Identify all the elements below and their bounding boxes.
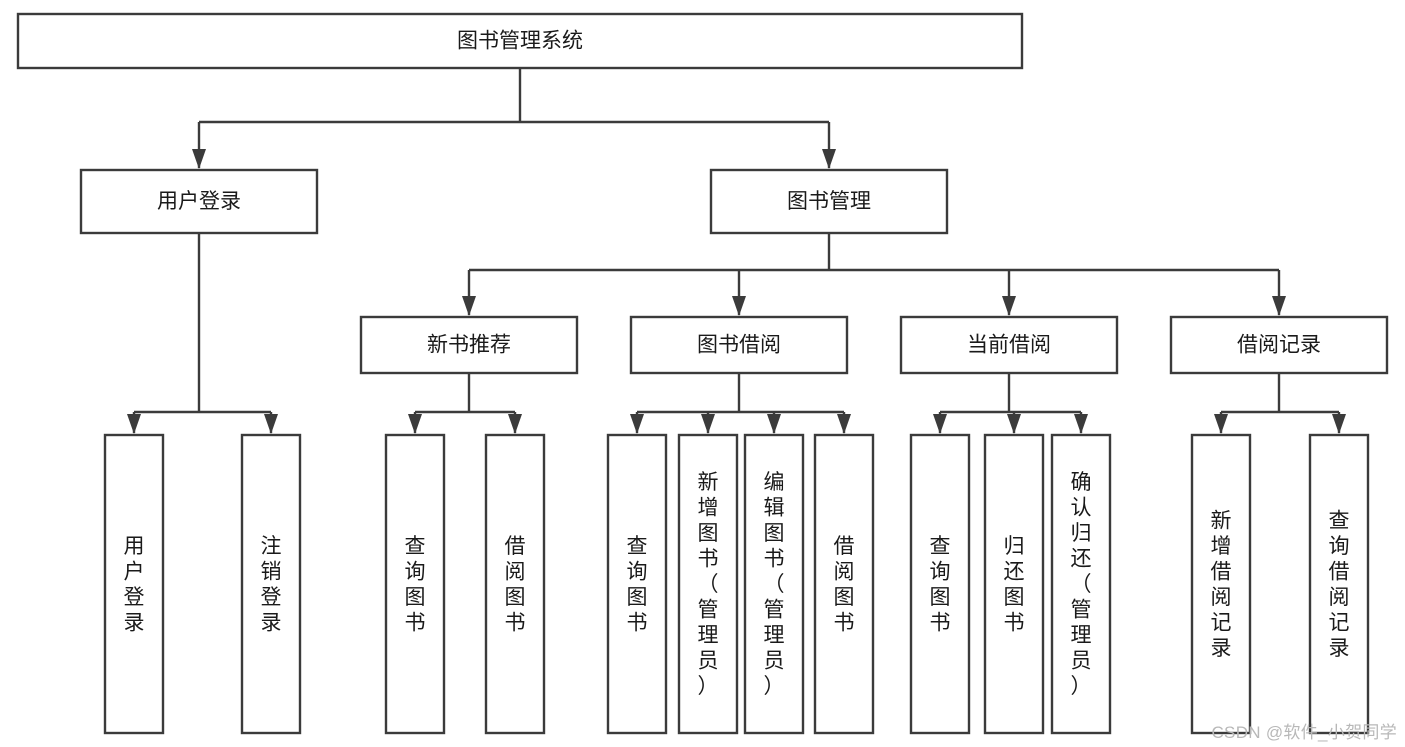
- node-level3-label-borrow-record: 借阅记录: [1237, 334, 1321, 357]
- node-leaf-box-leaf-edit-book[interactable]: [743, 433, 805, 735]
- arrow-head-icon: [837, 414, 851, 434]
- node-root-label: 图书管理系统: [457, 30, 583, 53]
- node-leaf-box-leaf-borrow-book-2[interactable]: [813, 433, 875, 735]
- node-boxes: [16, 12, 1389, 735]
- node-leaf-label-leaf-user-login: 用户登录: [124, 535, 145, 635]
- arrow-head-icon: [1332, 414, 1346, 434]
- node-leaf-box-leaf-user-login[interactable]: [103, 433, 165, 735]
- node-leaf-box-leaf-query-book-2[interactable]: [606, 433, 668, 735]
- node-level2-box-book-manage[interactable]: [709, 168, 949, 235]
- node-level3-label-new-book-rec: 新书推荐: [427, 334, 511, 357]
- node-level3-box-borrow-record[interactable]: [1169, 315, 1389, 375]
- node-level2-label-user-login: 用户登录: [157, 190, 241, 213]
- node-leaf-box-leaf-logout[interactable]: [240, 433, 302, 735]
- node-level3-box-current-borrow[interactable]: [899, 315, 1119, 375]
- arrow-head-icon: [822, 149, 836, 169]
- node-leaf-box-leaf-query-book-3[interactable]: [909, 433, 971, 735]
- node-leaf-label-leaf-add-record: 新增借阅记录: [1211, 509, 1232, 660]
- node-leaf-box-leaf-borrow-book-1[interactable]: [484, 433, 546, 735]
- arrow-head-icon: [127, 414, 141, 434]
- node-level3-label-book-borrow: 图书借阅: [697, 334, 781, 357]
- arrow-head-icon: [1002, 296, 1016, 316]
- node-root-box[interactable]: [16, 12, 1024, 70]
- node-leaf-label-leaf-edit-book: 编辑图书（管理员）: [764, 471, 785, 698]
- node-leaf-box-leaf-add-record[interactable]: [1190, 433, 1252, 735]
- arrow-head-icon: [1214, 414, 1228, 434]
- node-leaf-label-leaf-borrow-book-2: 借阅图书: [834, 535, 855, 635]
- node-level3-label-current-borrow: 当前借阅: [967, 334, 1051, 357]
- arrow-head-icon: [462, 296, 476, 316]
- node-leaf-box-leaf-query-book-1[interactable]: [384, 433, 446, 735]
- node-level2-label-book-manage: 图书管理: [787, 190, 871, 213]
- arrow-head-icon: [1272, 296, 1286, 316]
- node-level2-box-user-login[interactable]: [79, 168, 319, 235]
- node-leaf-box-leaf-query-record[interactable]: [1308, 433, 1370, 735]
- node-leaf-label-leaf-borrow-book-1: 借阅图书: [505, 535, 526, 635]
- node-level3-box-book-borrow[interactable]: [629, 315, 849, 375]
- arrow-head-icon: [1074, 414, 1088, 434]
- node-leaf-label-leaf-query-record: 查询借阅记录: [1329, 509, 1350, 660]
- arrow-head-icon: [508, 414, 522, 434]
- node-leaf-label-leaf-query-book-3: 查询图书: [930, 535, 951, 635]
- node-leaf-label-leaf-confirm-return: 确认归还（管理员）: [1071, 471, 1092, 698]
- node-leaf-label-leaf-query-book-2: 查询图书: [627, 535, 648, 635]
- arrow-head-icon: [701, 414, 715, 434]
- arrow-head-icon: [767, 414, 781, 434]
- node-leaf-box-leaf-return-book[interactable]: [983, 433, 1045, 735]
- arrow-head-icon: [1007, 414, 1021, 434]
- node-leaf-label-leaf-return-book: 归还图书: [1004, 535, 1025, 635]
- arrow-head-icon: [408, 414, 422, 434]
- arrow-head-icon: [264, 414, 278, 434]
- arrow-head-icon: [630, 414, 644, 434]
- node-level3-box-new-book-rec[interactable]: [359, 315, 579, 375]
- node-leaf-label-leaf-query-book-1: 查询图书: [405, 535, 426, 635]
- node-leaf-box-leaf-add-book[interactable]: [677, 433, 739, 735]
- node-labels: 图书管理系统用户登录图书管理新书推荐图书借阅当前借阅借阅记录用户登录注销登录查询…: [124, 30, 1350, 699]
- arrow-head-icon: [732, 296, 746, 316]
- arrow-head-icon: [192, 149, 206, 169]
- node-leaf-box-leaf-confirm-return[interactable]: [1050, 433, 1112, 735]
- node-leaf-label-leaf-add-book: 新增图书（管理员）: [698, 471, 719, 698]
- connector-lines: [127, 68, 1346, 434]
- node-leaf-label-leaf-logout: 注销登录: [261, 535, 282, 635]
- arrow-head-icon: [933, 414, 947, 434]
